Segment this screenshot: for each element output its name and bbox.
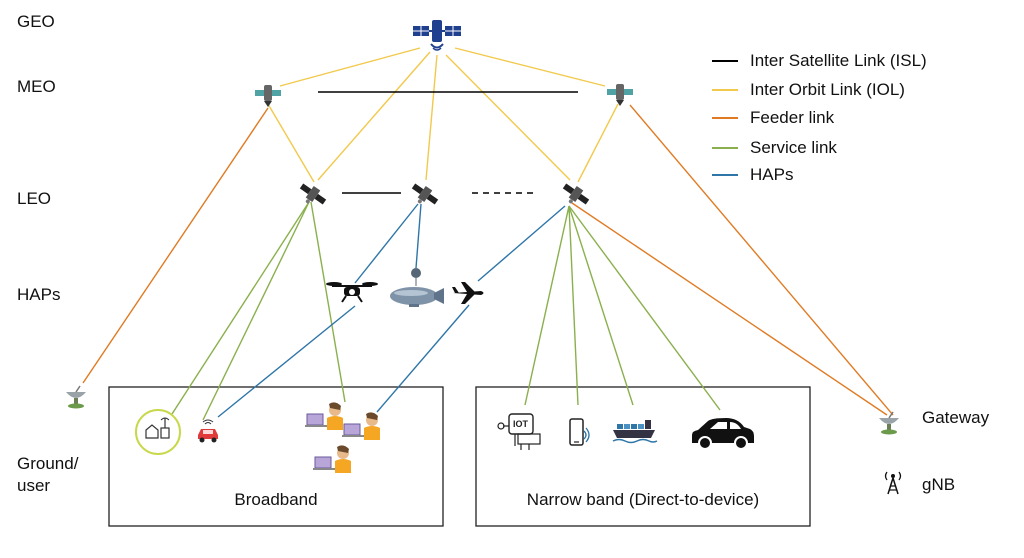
legend-label-iol: Inter Orbit Link (IOL): [750, 80, 905, 99]
feeder-meo-left-ground: [82, 107, 269, 384]
iot-icon: IOT: [497, 413, 541, 450]
tier-label-haps: HAPs: [17, 285, 61, 304]
feeder-meo-right-gateway: [629, 104, 894, 416]
service-leo-phone: [568, 205, 579, 406]
feeder-leo-gateway: [571, 202, 888, 416]
service-links: [171, 201, 721, 421]
legend-item-isl: Inter Satellite Link (ISL): [712, 49, 927, 73]
meo-satellite-left-icon: [255, 85, 281, 107]
broadband-box: [108, 386, 444, 527]
laptop-user-icon: [313, 445, 351, 473]
ground-station-dish-icon: [66, 385, 86, 409]
airship-icon: [390, 268, 444, 307]
legend-label-feeder: Feeder link: [750, 108, 835, 127]
iol-links: [267, 47, 619, 183]
gateway-dish-icon: [879, 411, 899, 435]
leo-satellite-left-icon: [299, 183, 327, 205]
iot-icon-label: IOT: [513, 419, 529, 429]
aircraft-icon: [452, 282, 484, 304]
legend-swatch-feeder: [712, 117, 738, 119]
iol-geo-meo-right: [454, 47, 606, 87]
haps-plane-users: [376, 304, 470, 413]
haps-links: [217, 203, 566, 418]
legend-label-isl: Inter Satellite Link (ISL): [750, 51, 927, 70]
drone-icon: [326, 282, 378, 303]
tier-label-ground-line1: Ground/: [17, 454, 79, 473]
leo-satellite-middle-icon: [411, 183, 439, 205]
service-leo-iot: [524, 205, 570, 406]
service-leo-car2: [568, 205, 721, 411]
haps-leo-plane: [477, 205, 566, 282]
feeder-links: [82, 104, 894, 416]
legend-swatch-iol: [712, 89, 738, 91]
iol-meo-leo-left: [267, 103, 315, 183]
leo-satellite-right-icon: [562, 183, 590, 205]
iol-geo-leo-middle: [425, 54, 438, 181]
legend-label-service: Service link: [750, 138, 837, 157]
service-leo-car: [202, 201, 310, 421]
gnb-tower-icon: [884, 471, 902, 495]
narrowband-box: [475, 386, 811, 527]
gnb-label: gNB: [922, 475, 956, 494]
car-icon: [692, 418, 754, 450]
tier-label-ground: Ground/ user: [17, 453, 78, 497]
legend-label-haps: HAPs: [750, 165, 794, 184]
iol-geo-leo-right: [445, 54, 571, 181]
haps-leo-drone: [354, 203, 419, 284]
broadband-label: Broadband: [234, 490, 318, 509]
haps-leo-balloon: [415, 203, 422, 269]
smartphone-icon: [569, 418, 590, 446]
tier-label-leo: LEO: [17, 189, 52, 208]
tier-label-geo: GEO: [17, 12, 55, 31]
iol-geo-meo-left: [279, 47, 421, 87]
narrowband-label: Narrow band (Direct-to-device): [526, 490, 760, 509]
legend-item-feeder: Feeder link: [712, 106, 834, 130]
legend-item-iol: Inter Orbit Link (IOL): [712, 78, 905, 102]
laptop-user-icon: [305, 402, 343, 430]
meo-satellite-right-icon: [607, 84, 633, 106]
tier-label-meo: MEO: [17, 77, 56, 96]
service-leo-ship: [568, 205, 634, 406]
service-leo-users: [310, 201, 346, 403]
legend-swatch-haps: [712, 174, 738, 176]
legend-swatch-service: [712, 147, 738, 149]
gateway-label: Gateway: [922, 408, 990, 427]
iol-geo-leo-left: [317, 51, 431, 181]
cargo-ship-icon: [612, 420, 658, 444]
smart-city-icon: [135, 409, 181, 455]
legend-item-haps: HAPs: [712, 163, 793, 187]
isl-links: [318, 91, 578, 194]
service-leo-cell: [171, 201, 310, 415]
laptop-user-icon: [342, 412, 380, 440]
connected-car-icon: [198, 419, 218, 443]
legend-swatch-isl: [712, 60, 738, 62]
tier-label-ground-line2: user: [17, 476, 51, 495]
geo-satellite-icon: [413, 20, 461, 51]
iol-meo-leo-right: [577, 103, 619, 183]
haps-drone-car: [217, 305, 356, 418]
legend-item-service: Service link: [712, 136, 837, 160]
